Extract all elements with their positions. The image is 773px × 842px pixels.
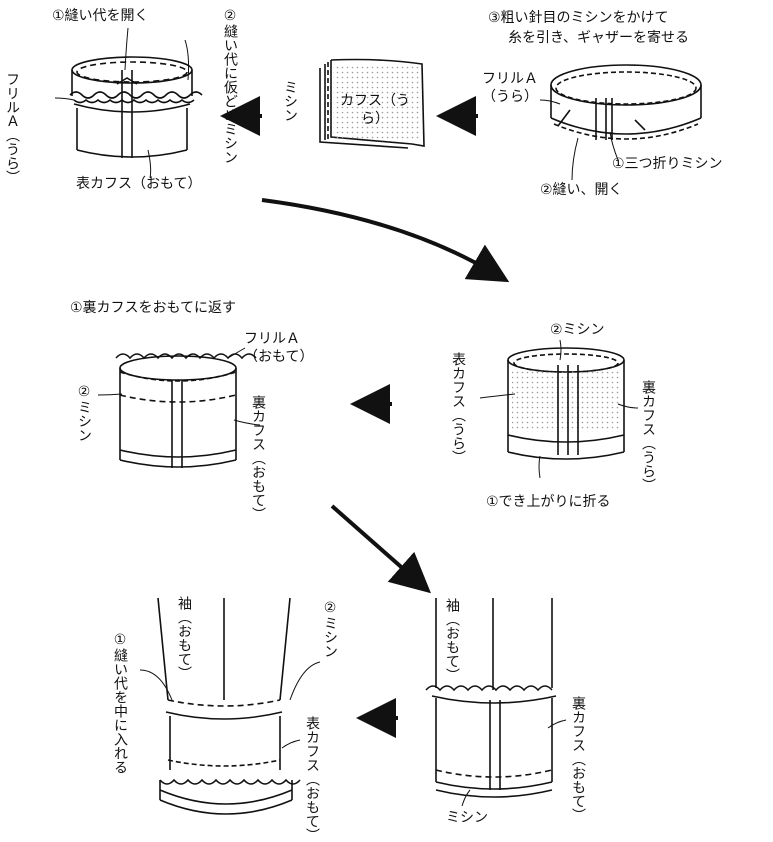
label-stitch-3: ②ミシン [322,600,338,658]
ruffle-ring-drawing [550,64,702,140]
label-inner-cuff-front-3: 裏カフス（おもて） [570,696,586,822]
cuff-with-ruffle-drawing [69,56,203,158]
turned-cuff-drawing [115,353,257,468]
label-seam-inside: ①縫い代を中に入れる [112,632,128,774]
label-stitch: ミシン [282,80,298,122]
label-sleeve-front-right: 袖（おもて） [444,598,460,682]
folded-cuff-drawing [319,58,425,149]
label-fold-finished: ①でき上がりに折る [486,494,611,510]
label-stitch-2-right: ②ミシン [550,322,605,338]
label-cuff-back: カフス（うら） [340,93,410,127]
label-stitch-2: ②ミシン [76,384,92,442]
curved-arrow-down [261,198,510,283]
label-ruffle-a-front: フリルＡ（おもて） [244,331,314,365]
label-ruffle-a-back-right: フリルＡ（うら） [482,71,538,105]
label-outer-cuff-back: 表カフス（うら） [450,352,466,464]
label-inner-cuff-back: 裏カフス（うら） [640,380,656,492]
label-baste: ②縫い代に仮どめミシン [222,8,238,164]
label-ruffle-a-back: フリルＡ（うら） [4,72,20,184]
label-gather-line1: ③粗い針目のミシンをかけて [488,10,669,26]
label-stitch-bottom: ミシン [446,810,488,826]
label-sleeve-front: 袖（おもて） [176,596,192,680]
label-open-seam: ①縫い代を開く [52,8,149,24]
label-turn-inner-cuff: ①裏カフスをおもてに返す [70,300,236,316]
label-outer-cuff-front: 表カフス（おもて） [76,176,202,192]
label-inner-cuff-front: 裏カフス（おもて） [250,395,266,521]
label-outer-cuff-front-3: 表カフス（おもて） [304,716,320,842]
label-gather-line2: 糸を引き、ギャザーを寄せる [508,30,690,46]
diagonal-arrow-down [330,504,432,594]
sleeve-cuff-drawing [425,598,557,798]
stitch-cuff-drawing [507,347,625,460]
label-sew-open: ②縫い、開く [540,182,623,198]
label-triple-fold: ①三つ折りミシン [612,156,723,172]
finished-sleeve-drawing [157,597,301,815]
